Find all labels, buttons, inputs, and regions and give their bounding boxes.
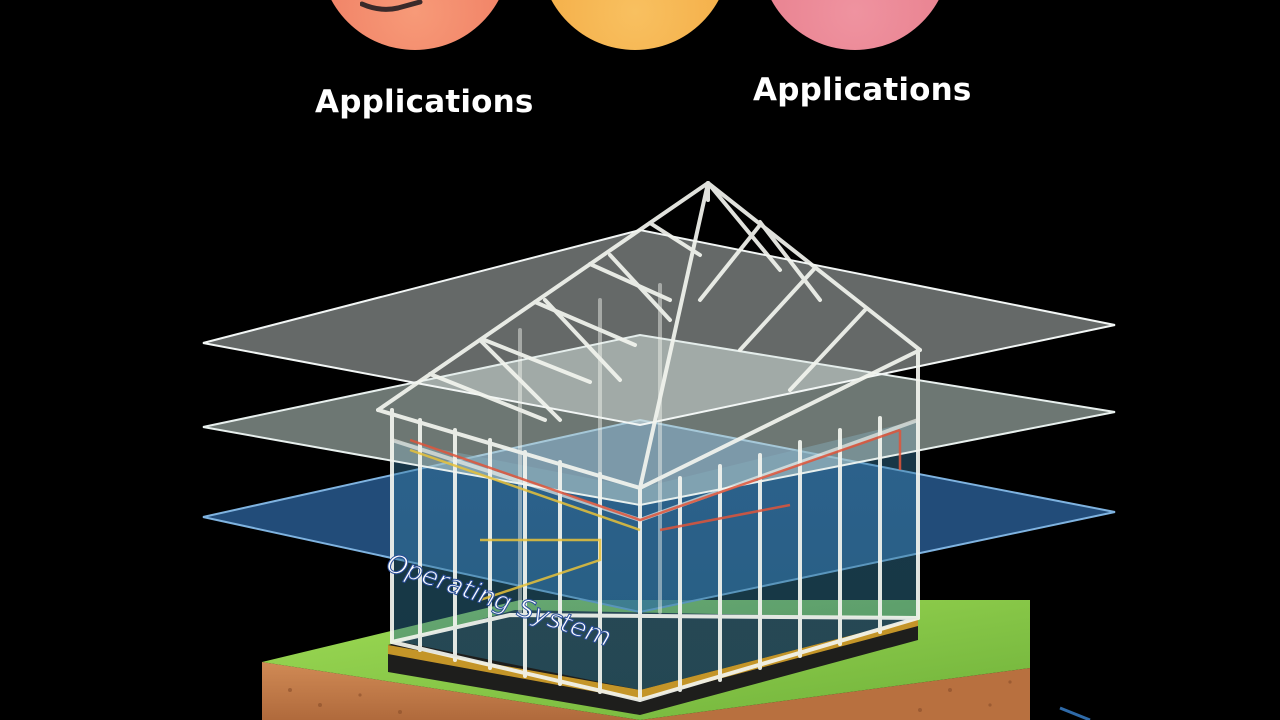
house-frame-icon: [376, 181, 922, 702]
applications-label-right: Applications: [753, 72, 972, 108]
edge-mark: [1059, 706, 1091, 720]
wiring-lines: [409, 428, 902, 602]
applications-label-left: Applications: [315, 84, 534, 120]
circle-left-mark: [360, 0, 423, 12]
